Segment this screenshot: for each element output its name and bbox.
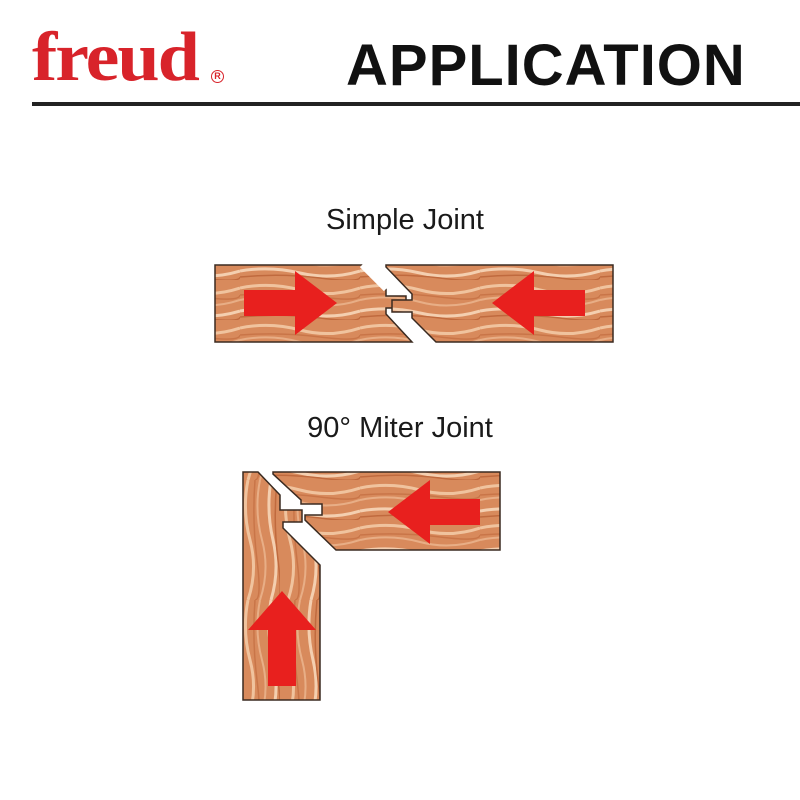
miter-joint-label: 90° Miter Joint bbox=[307, 412, 493, 444]
simple-joint-label: Simple Joint bbox=[326, 204, 484, 236]
arrow-up-icon bbox=[248, 591, 316, 686]
miter-joint-horizontal-board bbox=[272, 471, 501, 551]
arrow-left-icon bbox=[388, 480, 480, 544]
simple-joint-seam bbox=[359, 262, 389, 292]
page-title: APPLICATION bbox=[346, 33, 746, 98]
arrow-right-icon bbox=[244, 271, 337, 335]
arrow-left-icon bbox=[492, 271, 585, 335]
freud-logo: freud bbox=[32, 18, 200, 96]
registered-mark-icon: R bbox=[211, 70, 224, 83]
header-divider bbox=[32, 102, 800, 106]
miter-joint-vertical-board bbox=[242, 471, 321, 701]
